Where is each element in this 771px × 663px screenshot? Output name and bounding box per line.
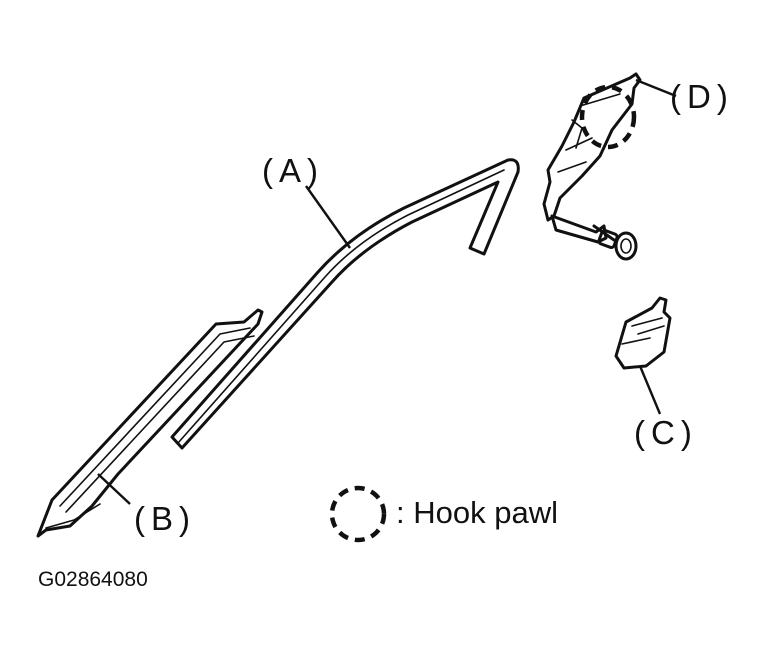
trim-strip-b (36, 308, 264, 538)
leader-c (638, 365, 662, 415)
legend-dashed-circle-icon (329, 485, 387, 543)
label-d: (D) (670, 78, 734, 115)
cap-c (614, 296, 672, 370)
leader-a (305, 185, 351, 249)
legend-text: : Hook pawl (396, 495, 558, 530)
screw-clip (550, 214, 638, 261)
leader-b (97, 473, 131, 505)
molding-a (170, 158, 520, 450)
bracket-d (542, 72, 642, 222)
leader-d (635, 78, 677, 98)
label-c: (C) (634, 414, 698, 451)
label-a: (A) (262, 152, 324, 189)
hook-pawl-marker (579, 84, 637, 150)
figure-code: G02864080 (38, 568, 148, 591)
legend: : Hook pawl (329, 485, 558, 543)
label-b: (B) (134, 500, 196, 537)
